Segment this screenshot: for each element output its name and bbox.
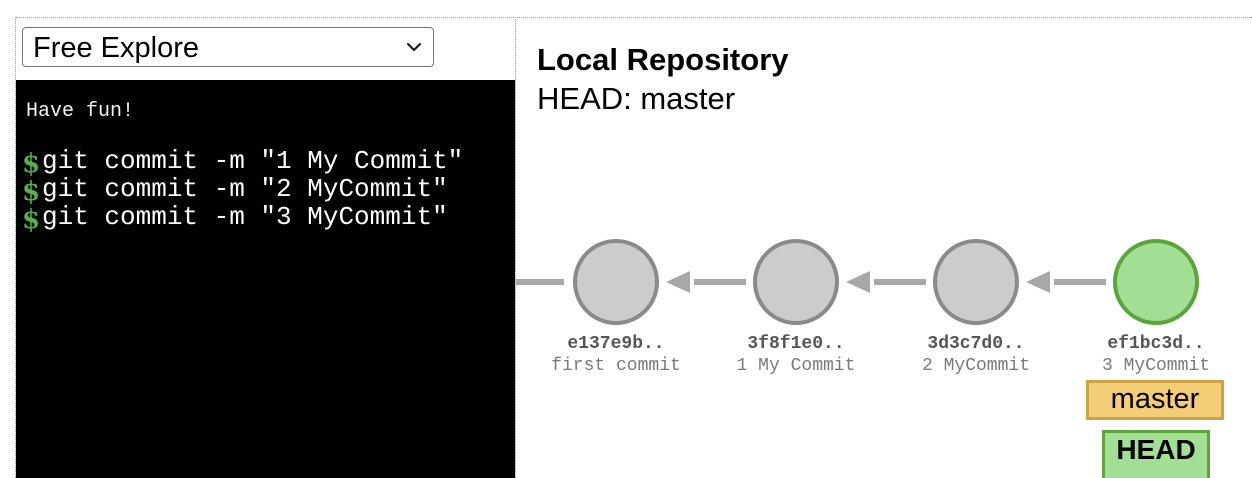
console-panel: Free Explore Have fun! $ git commit -m "… (16, 18, 515, 478)
terminal-command: git commit -m "2 MyCommit" (42, 174, 448, 204)
head-tag[interactable]: HEAD (1102, 430, 1210, 478)
commit-id: 3f8f1e0.. (747, 334, 844, 354)
commit-node-head[interactable] (1113, 239, 1199, 325)
commit-node[interactable] (573, 239, 659, 325)
frame-border-top (16, 17, 1252, 18)
terminal-command: git commit -m "1 My Commit" (42, 146, 464, 176)
mode-select-value: Free Explore (33, 32, 200, 64)
terminal-history: $ git commit -m "1 My Commit" $ git comm… (22, 146, 464, 234)
terminal-message: Have fun! (26, 100, 135, 123)
head-status: HEAD: master (537, 81, 736, 116)
prompt-symbol: $ (22, 177, 41, 207)
mode-select[interactable]: Free Explore (22, 27, 434, 67)
arrow-head-icon (846, 271, 870, 293)
panel-divider (515, 17, 516, 478)
branch-tag-master[interactable]: master (1086, 380, 1224, 420)
commit-message: 3 MyCommit (1102, 356, 1210, 376)
terminal[interactable]: Have fun! $ git commit -m "1 My Commit" … (16, 80, 515, 478)
terminal-line: $ git commit -m "1 My Commit" (22, 146, 464, 178)
arrow-head-icon (1026, 271, 1050, 293)
prompt-symbol: $ (22, 149, 41, 179)
commit-message: 1 My Commit (737, 356, 856, 376)
repository-title: Local Repository (537, 42, 789, 77)
commit-id: 3d3c7d0.. (927, 334, 1024, 354)
frame-border-left (15, 17, 16, 478)
chevron-down-icon (407, 43, 421, 51)
terminal-command: git commit -m "3 MyCommit" (42, 202, 448, 232)
commit-id: e137e9b.. (567, 334, 664, 354)
commit-message: 2 MyCommit (922, 356, 1030, 376)
commit-id: ef1bc3d.. (1107, 334, 1204, 354)
commit-node[interactable] (753, 239, 839, 325)
arrow-head-icon (666, 271, 690, 293)
terminal-line: $ git commit -m "2 MyCommit" (22, 174, 463, 206)
repository-panel: Local Repository HEAD: master (516, 18, 1252, 478)
commit-node[interactable] (933, 239, 1019, 325)
commit-message: first commit (551, 356, 681, 376)
commit-graph: e137e9b.. first commit 3f8f1e0.. 1 My Co… (516, 239, 1210, 376)
prompt-symbol: $ (22, 205, 41, 235)
terminal-line: $ git commit -m "3 MyCommit" (22, 202, 463, 234)
